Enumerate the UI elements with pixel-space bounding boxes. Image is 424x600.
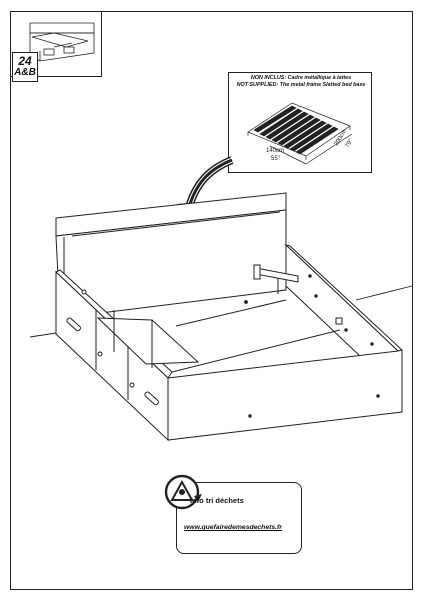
note-en-text: The metal frame Slatted bed base (279, 82, 366, 88)
length-in-label: 79" (345, 138, 355, 149)
bed-frame-drawing (55, 192, 404, 442)
recycling-title: Info tri déchets (190, 496, 244, 505)
step-number: 24 (18, 54, 32, 68)
note-fr-text: Cadre métallique à lattes (287, 75, 352, 81)
thumbnail-bed-drawing (29, 22, 95, 62)
step-label: 24 A&B (12, 52, 38, 82)
note-fr-label: NON INCLUS: (250, 75, 287, 81)
step-sub-label: A&B (14, 67, 36, 78)
note-en-label: NOT SUPPLIED: (236, 82, 279, 88)
recycling-icon (164, 474, 202, 510)
slatted-base-drawing (247, 102, 353, 165)
note-line-en: NOT SUPPLIED: The metal frame Slatted be… (229, 82, 373, 89)
step-thumbnail (10, 11, 102, 77)
page-frame (10, 11, 413, 590)
room-lines (29, 285, 413, 338)
recycling-link[interactable]: www.quefairedemesdechets.fr (184, 524, 282, 531)
width-cm-label: 140cm (266, 148, 284, 154)
width-in-label: 55" (271, 156, 280, 162)
note-line-fr: NON INCLUS: Cadre métallique à lattes (229, 75, 373, 82)
